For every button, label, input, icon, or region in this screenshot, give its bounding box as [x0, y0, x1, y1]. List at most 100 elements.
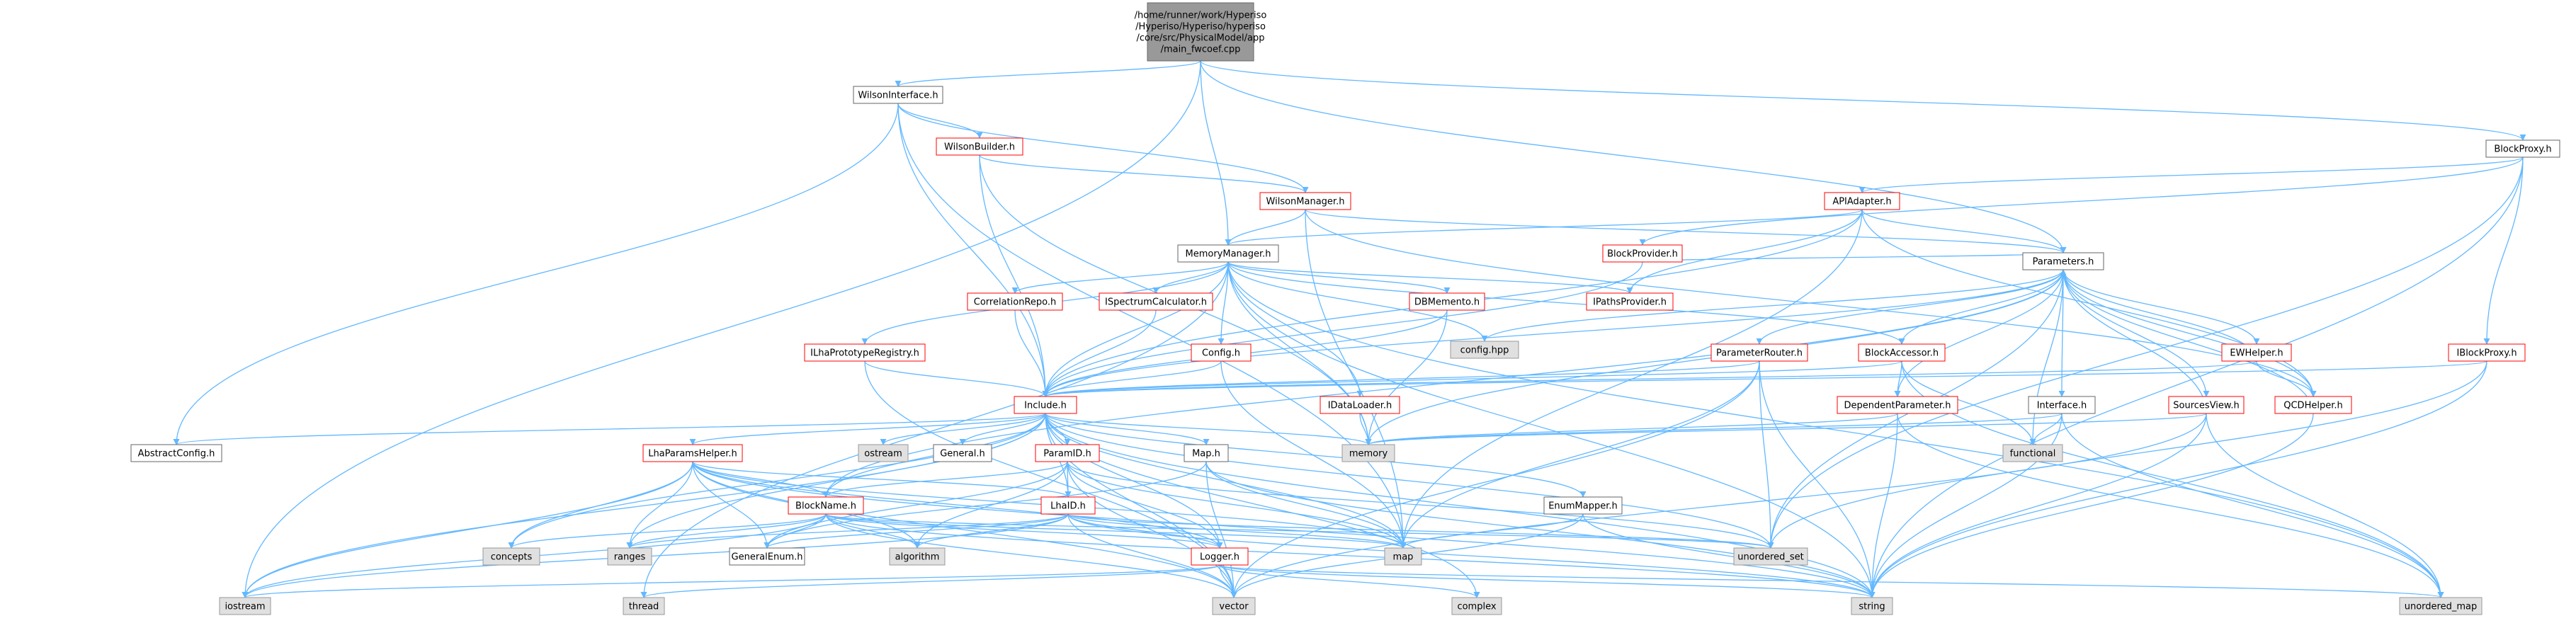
node-pid[interactable]: ParamID.h: [1035, 444, 1100, 462]
node-bp[interactable]: BlockProxy.h: [2485, 139, 2560, 158]
node-label-ilha: ILhaPrototypeRegistry.h: [810, 348, 919, 359]
edge-wi-to-wb: [897, 103, 983, 139]
edge-ispec-to-inc: [1042, 309, 1157, 397]
node-ibp[interactable]: IBlockProxy.h: [2448, 343, 2526, 362]
node-logger[interactable]: Logger.h: [1191, 547, 1249, 566]
node-label-wb: WilsonBuilder.h: [944, 142, 1015, 153]
node-params[interactable]: Parameters.h: [2022, 252, 2104, 270]
edge-params-to-iface: [2058, 269, 2065, 397]
node-lhaid[interactable]: LhaID.h: [1040, 496, 1096, 515]
node-umap: unordered_map: [2399, 597, 2483, 615]
edge-inc-to-iostream: [242, 413, 1046, 598]
node-label-pid: ParamID.h: [1043, 449, 1091, 459]
edge-prouter-to-vector: [1230, 360, 1760, 598]
node-wm[interactable]: WilsonManager.h: [1259, 192, 1351, 210]
node-crepo[interactable]: CorrelationRepo.h: [967, 292, 1063, 311]
edge-pid-to-algorithm: [914, 461, 1068, 549]
edge-map_h-to-map: [1205, 461, 1407, 549]
node-label-complex: complex: [1457, 602, 1496, 612]
node-label-wm: WilsonManager.h: [1266, 197, 1345, 207]
node-box-ilha: [804, 343, 926, 362]
node-label-sview: SourcesView.h: [2173, 401, 2239, 411]
node-functional: functional: [2002, 444, 2063, 462]
edge-config-to-inc: [1042, 360, 1222, 397]
node-acfg[interactable]: AbstractConfig.h: [130, 444, 222, 462]
node-general[interactable]: General.h: [933, 444, 992, 462]
node-box-mm: [1177, 244, 1279, 263]
node-ipaths[interactable]: IPathsProvider.h: [1586, 292, 1674, 311]
node-label-inc: Include.h: [1024, 401, 1067, 411]
node-box-logger: [1191, 547, 1249, 566]
edge-bacc-to-dep: [1894, 360, 1902, 397]
node-dep[interactable]: DependentParameter.h: [1837, 396, 1958, 414]
node-label-concepts: concepts: [491, 552, 533, 563]
node-iface[interactable]: Interface.h: [2028, 396, 2096, 414]
node-box-ibp: [2448, 343, 2526, 362]
edge-mm-to-umap: [1227, 261, 2444, 598]
node-dbm[interactable]: DBMemento.h: [1409, 292, 1485, 311]
node-idl[interactable]: IDataLoader.h: [1320, 396, 1400, 414]
node-emap[interactable]: EnumMapper.h: [1543, 496, 1623, 515]
node-api[interactable]: APIAdapter.h: [1824, 192, 1900, 210]
node-genum[interactable]: GeneralEnum.h: [729, 547, 805, 566]
edge-params-to-prouter: [1756, 269, 2064, 345]
edge-crepo-to-inc: [1014, 309, 1049, 397]
node-box-sview: [2168, 396, 2245, 414]
node-ewh[interactable]: EWHelper.h: [2221, 343, 2292, 362]
edge-inc-to-concepts: [508, 413, 1046, 549]
node-wb[interactable]: WilsonBuilder.h: [936, 137, 1023, 156]
node-label-map: map: [1393, 552, 1414, 563]
node-sview[interactable]: SourcesView.h: [2168, 396, 2245, 414]
node-prouter[interactable]: ParameterRouter.h: [1710, 343, 1808, 362]
edge-inc-to-uset: [1045, 413, 1774, 549]
node-lhap[interactable]: LhaParamsHelper.h: [642, 444, 743, 462]
node-box-main: [1147, 2, 1254, 62]
edge-inc-to-memory: [1045, 413, 1372, 445]
node-wi[interactable]: WilsonInterface.h: [853, 86, 943, 104]
node-main[interactable]: /home/runner/work/Hyperiso/Hyperiso/Hype…: [1135, 2, 1267, 62]
node-box-lhaid: [1040, 496, 1096, 515]
edge-inc-to-ostream: [880, 413, 1046, 445]
edge-main-to-params: [1200, 60, 2067, 253]
node-config[interactable]: Config.h: [1191, 343, 1252, 362]
edge-params-to-cfghpp: [1481, 269, 2064, 342]
edge-lhaid-to-logger: [1067, 513, 1223, 549]
node-bname[interactable]: BlockName.h: [788, 496, 864, 515]
node-box-idl: [1320, 396, 1400, 414]
edge-lhaid-to-genum: [764, 513, 1069, 549]
node-box-crepo: [967, 292, 1063, 311]
node-ilha[interactable]: ILhaPrototypeRegistry.h: [804, 343, 926, 362]
edge-lhap-to-iostream: [242, 461, 693, 598]
node-map_h[interactable]: Map.h: [1184, 444, 1229, 462]
node-ispec[interactable]: ISpectrumCalculator.h: [1099, 292, 1213, 311]
node-label-ispec: ISpectrumCalculator.h: [1105, 297, 1207, 308]
node-mm[interactable]: MemoryManager.h: [1177, 244, 1279, 263]
node-box-general: [933, 444, 992, 462]
edge-lhaid-to-string: [1067, 513, 1876, 598]
node-bacc[interactable]: BlockAccessor.h: [1858, 343, 1946, 362]
node-label-iface: Interface.h: [2037, 401, 2087, 411]
edge-inc-to-acfg: [173, 413, 1046, 445]
edge-config-to-map: [1220, 360, 1407, 549]
edge-lhap-to-logger: [692, 461, 1223, 549]
node-box-api: [1824, 192, 1900, 210]
node-bprov[interactable]: BlockProvider.h: [1602, 244, 1683, 263]
edge-iface-to-umap: [2061, 413, 2444, 598]
edge-bp-to-string: [1868, 156, 2524, 598]
node-box-bprov: [1602, 244, 1683, 263]
edge-params-to-qcd: [2062, 269, 2317, 397]
node-label-emap: EnumMapper.h: [1548, 501, 1618, 512]
edge-api-to-params: [1861, 209, 2067, 253]
edge-wi-to-acfg: [173, 103, 899, 445]
node-qcd[interactable]: QCDHelper.h: [2274, 396, 2352, 414]
node-inc[interactable]: Include.h: [1014, 396, 1077, 414]
edge-inc-to-lhap: [689, 413, 1046, 445]
edge-pid-to-genum: [764, 461, 1068, 549]
node-label-ranges: ranges: [614, 552, 646, 563]
edge-params-to-sview: [2062, 269, 2210, 397]
node-box-map: [1384, 547, 1422, 566]
node-label-crepo: CorrelationRepo.h: [974, 297, 1056, 308]
edge-bprov-to-inc: [1042, 261, 1643, 397]
edge-bname-to-ranges: [626, 513, 827, 549]
edge-params-to-functional: [2029, 269, 2064, 445]
